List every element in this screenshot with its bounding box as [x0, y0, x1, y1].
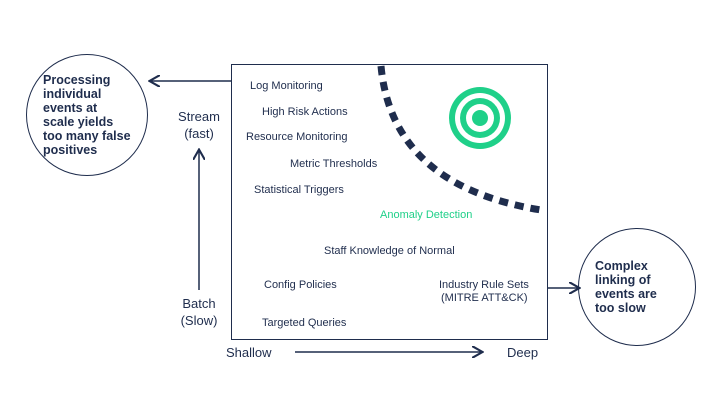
item-resource-monitoring: Resource Monitoring [246, 131, 348, 143]
item-high-risk-actions: High Risk Actions [262, 106, 348, 118]
item-industry-rule-sets: Industry Rule Sets [439, 279, 529, 291]
item-log-monitoring: Log Monitoring [250, 80, 323, 92]
left-circle-text: Processing individual events at scale yi… [43, 73, 131, 157]
target-icon [449, 87, 511, 149]
batch-label: Batch (Slow) [180, 296, 218, 328]
stream-label: Stream (fast) [178, 109, 220, 141]
right-circle: Complex linking of events are too slow [578, 228, 696, 346]
item-statistical-triggers: Statistical Triggers [254, 184, 344, 196]
item-config-policies: Config Policies [264, 279, 337, 291]
shallow-label: Shallow [226, 345, 272, 360]
item-staff-knowledge: Staff Knowledge of Normal [324, 245, 455, 257]
left-circle: Processing individual events at scale yi… [26, 54, 148, 176]
item-metric-thresholds: Metric Thresholds [290, 158, 378, 170]
right-circle-text: Complex linking of events are too slow [595, 259, 657, 315]
item-targeted-queries: Targeted Queries [262, 317, 347, 329]
item-anomaly-detection: Anomaly Detection [380, 209, 473, 221]
deep-label: Deep [507, 345, 539, 360]
item-industry-rule-sets-sub: (MITRE ATT&CK) [441, 292, 528, 304]
dashed-arc [377, 65, 542, 214]
depth-speed-matrix [231, 64, 548, 340]
